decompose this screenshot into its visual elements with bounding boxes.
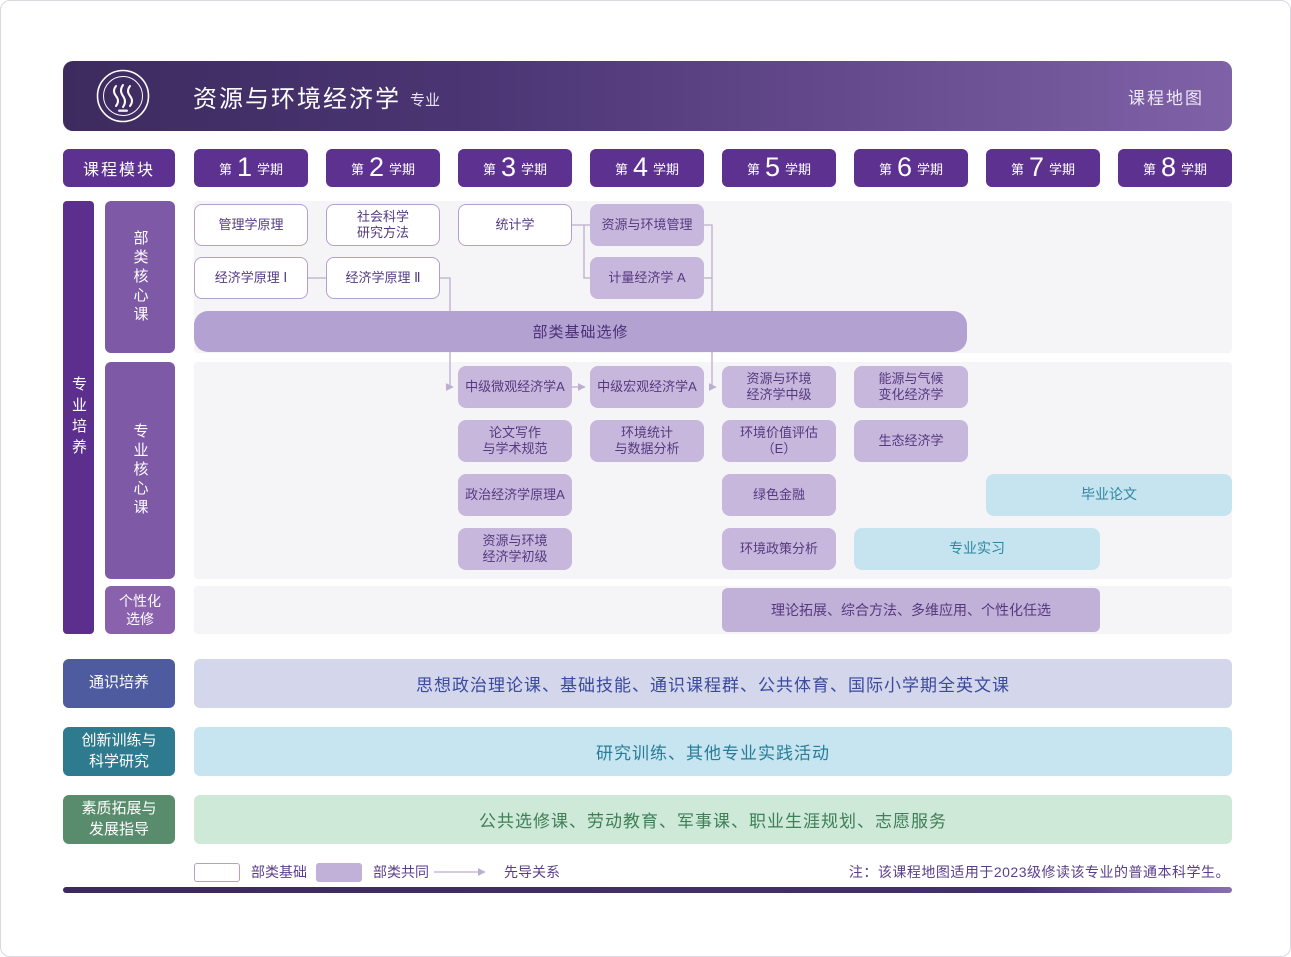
legend-precedence-label: 先导关系: [504, 864, 560, 880]
map-type-label: 课程地图: [1128, 88, 1204, 108]
course-energy-climate-econ: 能源与气候 变化经济学: [854, 366, 968, 408]
course-graduation-thesis: 毕业论文: [986, 474, 1232, 516]
personalized-elective-band: 理论拓展、综合方法、多维应用、个性化任选: [722, 588, 1100, 632]
legend-common-swatch: [316, 863, 362, 882]
university-seal-icon: [96, 69, 150, 123]
course-internship: 专业实习: [854, 528, 1100, 570]
sidebar-group-elective: 个性化 选修: [105, 586, 175, 634]
modules-header: 课程模块: [63, 149, 175, 187]
course-green-finance: 绿色金融: [722, 474, 836, 516]
page-title-suffix: 专业: [410, 92, 441, 109]
legend-common-label: 部类共同: [373, 864, 429, 880]
general-education-label: 通识培养: [63, 659, 175, 708]
course-ree-intermediate: 资源与环境 经济学中级: [722, 366, 836, 408]
course-social-science-methods: 社会科学 研究方法: [326, 204, 440, 246]
innovation-research-band: 研究训练、其他专业实践活动: [194, 727, 1232, 776]
course-resource-env-management: 资源与环境管理: [590, 204, 704, 246]
legend-foundation-label: 部类基础: [251, 864, 307, 880]
course-econ-principles-2: 经济学原理 Ⅱ: [326, 257, 440, 299]
innovation-research-label: 创新训练与 科学研究: [63, 727, 175, 776]
sidebar-main-label: 专业培养: [63, 201, 94, 634]
general-education-band: 思想政治理论课、基础技能、通识课程群、公共体育、国际小学期全英文课: [194, 659, 1232, 708]
legend-arrow-icon: [434, 868, 486, 876]
sidebar-group-major: 专业核心课: [105, 362, 175, 579]
legend-foundation-swatch: [194, 863, 240, 882]
header-bar: 资源与环境经济学 专业 课程地图: [63, 61, 1232, 131]
course-intermediate-micro: 中级微观经济学A: [458, 366, 572, 408]
course-political-econ: 政治经济学原理A: [458, 474, 572, 516]
sidebar-group-core: 部类核心课: [105, 201, 175, 353]
course-ree-elementary: 资源与环境 经济学初级: [458, 528, 572, 570]
course-econometrics-a: 计量经济学 A: [590, 257, 704, 299]
course-management: 管理学原理: [194, 204, 308, 246]
course-env-valuation: 环境价值评估 （E）: [722, 420, 836, 462]
course-ecological-econ: 生态经济学: [854, 420, 968, 462]
course-env-policy: 环境政策分析: [722, 528, 836, 570]
foundation-elective-band: 部类基础选修: [194, 311, 967, 352]
quality-development-band: 公共选修课、劳动教育、军事课、职业生涯规划、志愿服务: [194, 795, 1232, 844]
course-paper-writing: 论文写作 与学术规范: [458, 420, 572, 462]
bottom-divider: [63, 887, 1232, 893]
page-title: 资源与环境经济学: [193, 85, 401, 113]
course-intermediate-macro: 中级宏观经济学A: [590, 366, 704, 408]
course-econ-principles-1: 经济学原理 Ⅰ: [194, 257, 308, 299]
quality-development-label: 素质拓展与 发展指导: [63, 795, 175, 844]
course-statistics: 统计学: [458, 204, 572, 246]
course-env-statistics: 环境统计 与数据分析: [590, 420, 704, 462]
applicability-note: 注：该课程地图适用于2023级修读该专业的普通本科学生。: [848, 864, 1230, 880]
